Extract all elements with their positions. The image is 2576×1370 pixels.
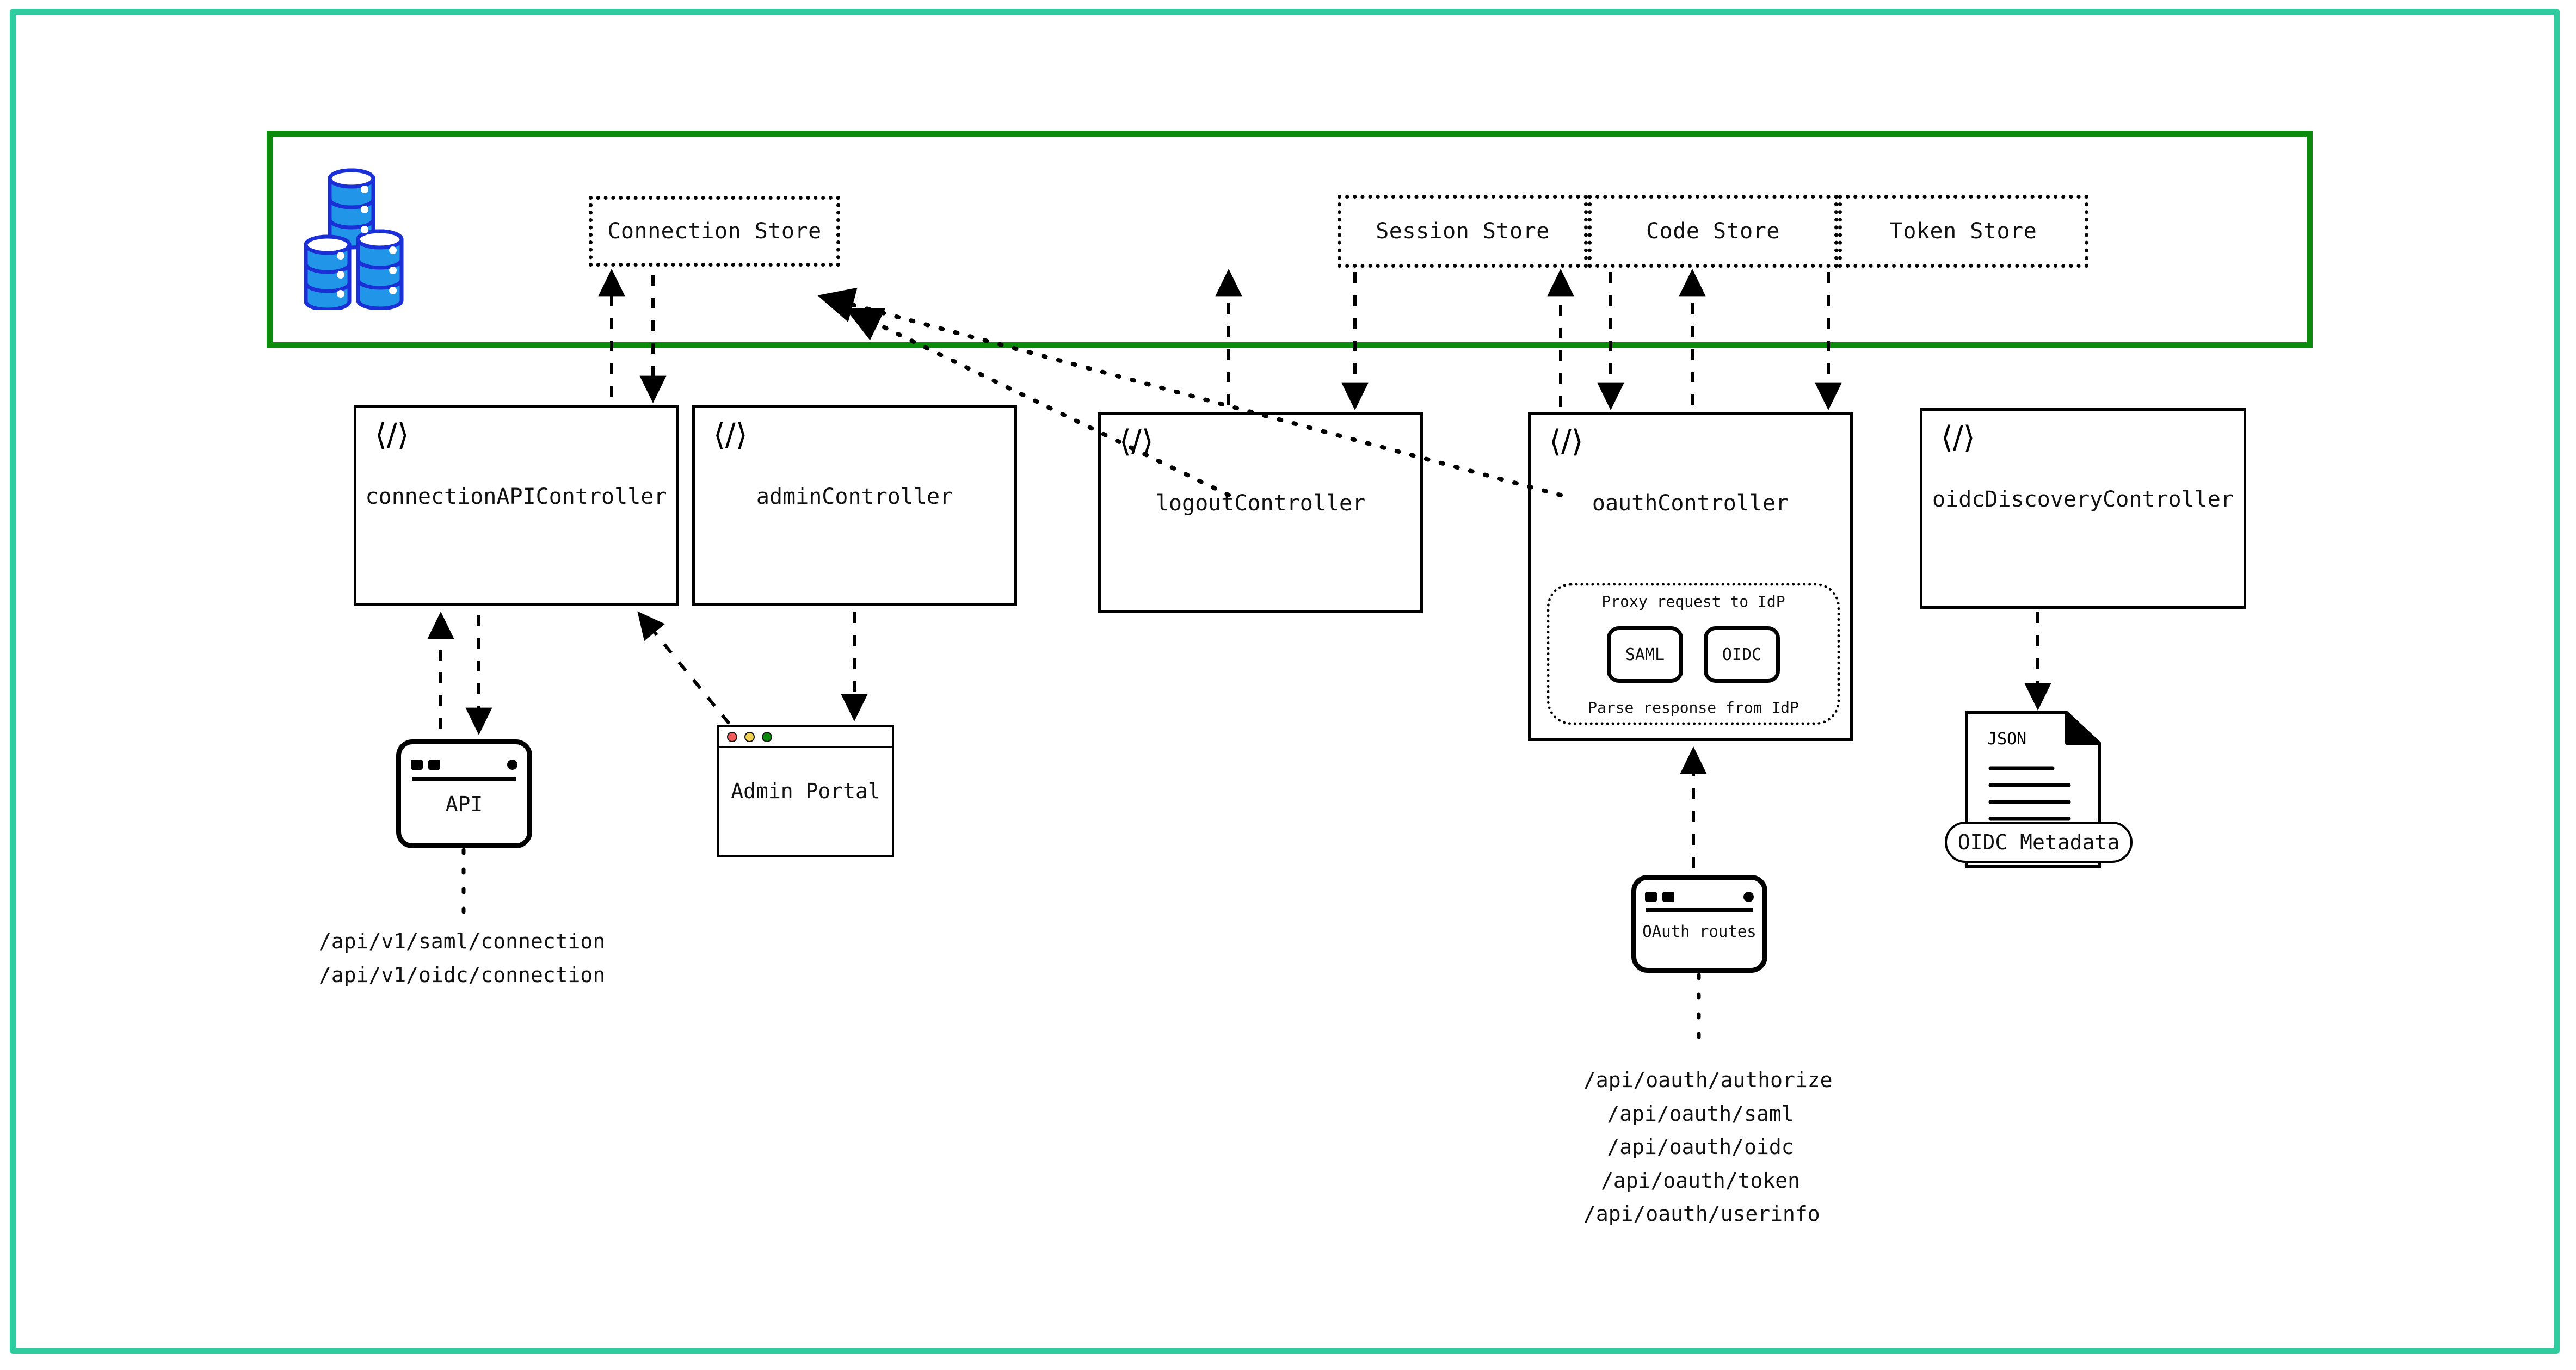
store-label: Token Store <box>1889 219 2037 244</box>
database-stack-icon <box>298 163 434 310</box>
device-titlebar <box>1645 890 1754 904</box>
node-oidc-metadata-badge[interactable]: OIDC Metadata <box>1945 822 2133 863</box>
protocol-chip-oidc[interactable]: OIDC <box>1704 626 1780 683</box>
controller-label: adminController <box>756 484 953 509</box>
code-brackets-icon: ⟨/⟩ <box>1119 424 1154 459</box>
route-list-oauth: /api/oauth/authorize /api/oauth/saml /ap… <box>1583 1064 1833 1231</box>
controller-admin[interactable]: ⟨/⟩ adminController <box>692 405 1017 606</box>
controller-label: connectionAPIController <box>365 484 667 509</box>
route-list-connection-api: /api/v1/saml/connection /api/v1/oidc/con… <box>319 925 605 992</box>
parse-response-caption: Parse response from IdP <box>1588 699 1799 717</box>
traffic-light-green-icon <box>762 731 772 742</box>
route-item: /api/oauth/oidc <box>1607 1135 1794 1159</box>
node-oidc-metadata-label: OIDC Metadata <box>1957 830 2120 854</box>
device-rule <box>1646 908 1753 912</box>
proxy-request-caption: Proxy request to IdP <box>1601 593 1785 610</box>
device-dot-icon <box>1662 891 1674 902</box>
protocol-chip-saml[interactable]: SAML <box>1607 626 1683 683</box>
store-label: Code Store <box>1646 219 1780 244</box>
traffic-light-red-icon <box>727 731 737 742</box>
code-brackets-icon: ⟨/⟩ <box>713 417 748 453</box>
store-label: Session Store <box>1376 219 1550 244</box>
controller-oidcdiscovery[interactable]: ⟨/⟩ oidcDiscoveryController <box>1920 408 2246 609</box>
code-brackets-icon: ⟨/⟩ <box>1549 424 1583 459</box>
code-brackets-icon: ⟨/⟩ <box>375 417 409 453</box>
protocol-label: SAML <box>1625 645 1665 664</box>
controller-oauth[interactable]: ⟨/⟩ oauthController Proxy request to IdP… <box>1528 412 1853 741</box>
node-oauth-routes[interactable]: OAuth routes <box>1631 875 1767 973</box>
device-dot-icon <box>411 759 423 770</box>
device-dot-icon <box>428 759 440 770</box>
device-dot-icon <box>1645 891 1657 902</box>
route-item: /api/oauth/userinfo <box>1583 1202 1820 1226</box>
traffic-light-yellow-icon <box>744 731 755 742</box>
protocol-label: OIDC <box>1722 645 1762 664</box>
protocol-chip-group: SAML OIDC <box>1607 626 1780 683</box>
controller-connectionapi[interactable]: ⟨/⟩ connectionAPIController <box>354 405 679 606</box>
store-connection[interactable]: Connection Store <box>589 196 840 267</box>
controller-label: oauthController <box>1592 491 1789 516</box>
device-rule <box>412 777 516 781</box>
controller-label: logoutController <box>1155 491 1366 516</box>
route-item: /api/oauth/token <box>1600 1168 1801 1193</box>
device-dot-icon <box>1743 891 1754 902</box>
route-item: /api/v1/saml/connection <box>319 929 606 953</box>
device-dot-icon <box>507 759 517 770</box>
node-admin-portal[interactable]: Admin Portal <box>717 725 894 857</box>
node-api[interactable]: API <box>396 739 532 848</box>
store-label: Connection Store <box>607 219 822 244</box>
device-titlebar <box>411 756 517 773</box>
json-doc-label: JSON <box>1987 730 2026 749</box>
node-oauth-routes-label: OAuth routes <box>1642 922 1757 941</box>
idp-proxy-panel: Proxy request to IdP SAML OIDC Parse res… <box>1547 583 1840 725</box>
outer-frame <box>10 9 2560 1354</box>
browser-titlebar <box>719 727 892 748</box>
controller-label: oidcDiscoveryController <box>1932 487 2234 512</box>
device-dots <box>1645 891 1674 902</box>
store-code[interactable]: Code Store <box>1588 195 1838 268</box>
node-api-label: API <box>445 792 483 816</box>
route-item: /api/v1/oidc/connection <box>319 962 606 987</box>
controller-logout[interactable]: ⟨/⟩ logoutController <box>1098 412 1423 613</box>
route-item: /api/oauth/authorize <box>1583 1068 1833 1092</box>
device-dots <box>411 759 440 770</box>
route-item: /api/oauth/saml <box>1607 1101 1794 1126</box>
store-token[interactable]: Token Store <box>1838 195 2088 268</box>
node-admin-portal-label: Admin Portal <box>731 779 880 803</box>
code-brackets-icon: ⟨/⟩ <box>1941 420 1975 455</box>
store-session[interactable]: Session Store <box>1338 195 1588 268</box>
